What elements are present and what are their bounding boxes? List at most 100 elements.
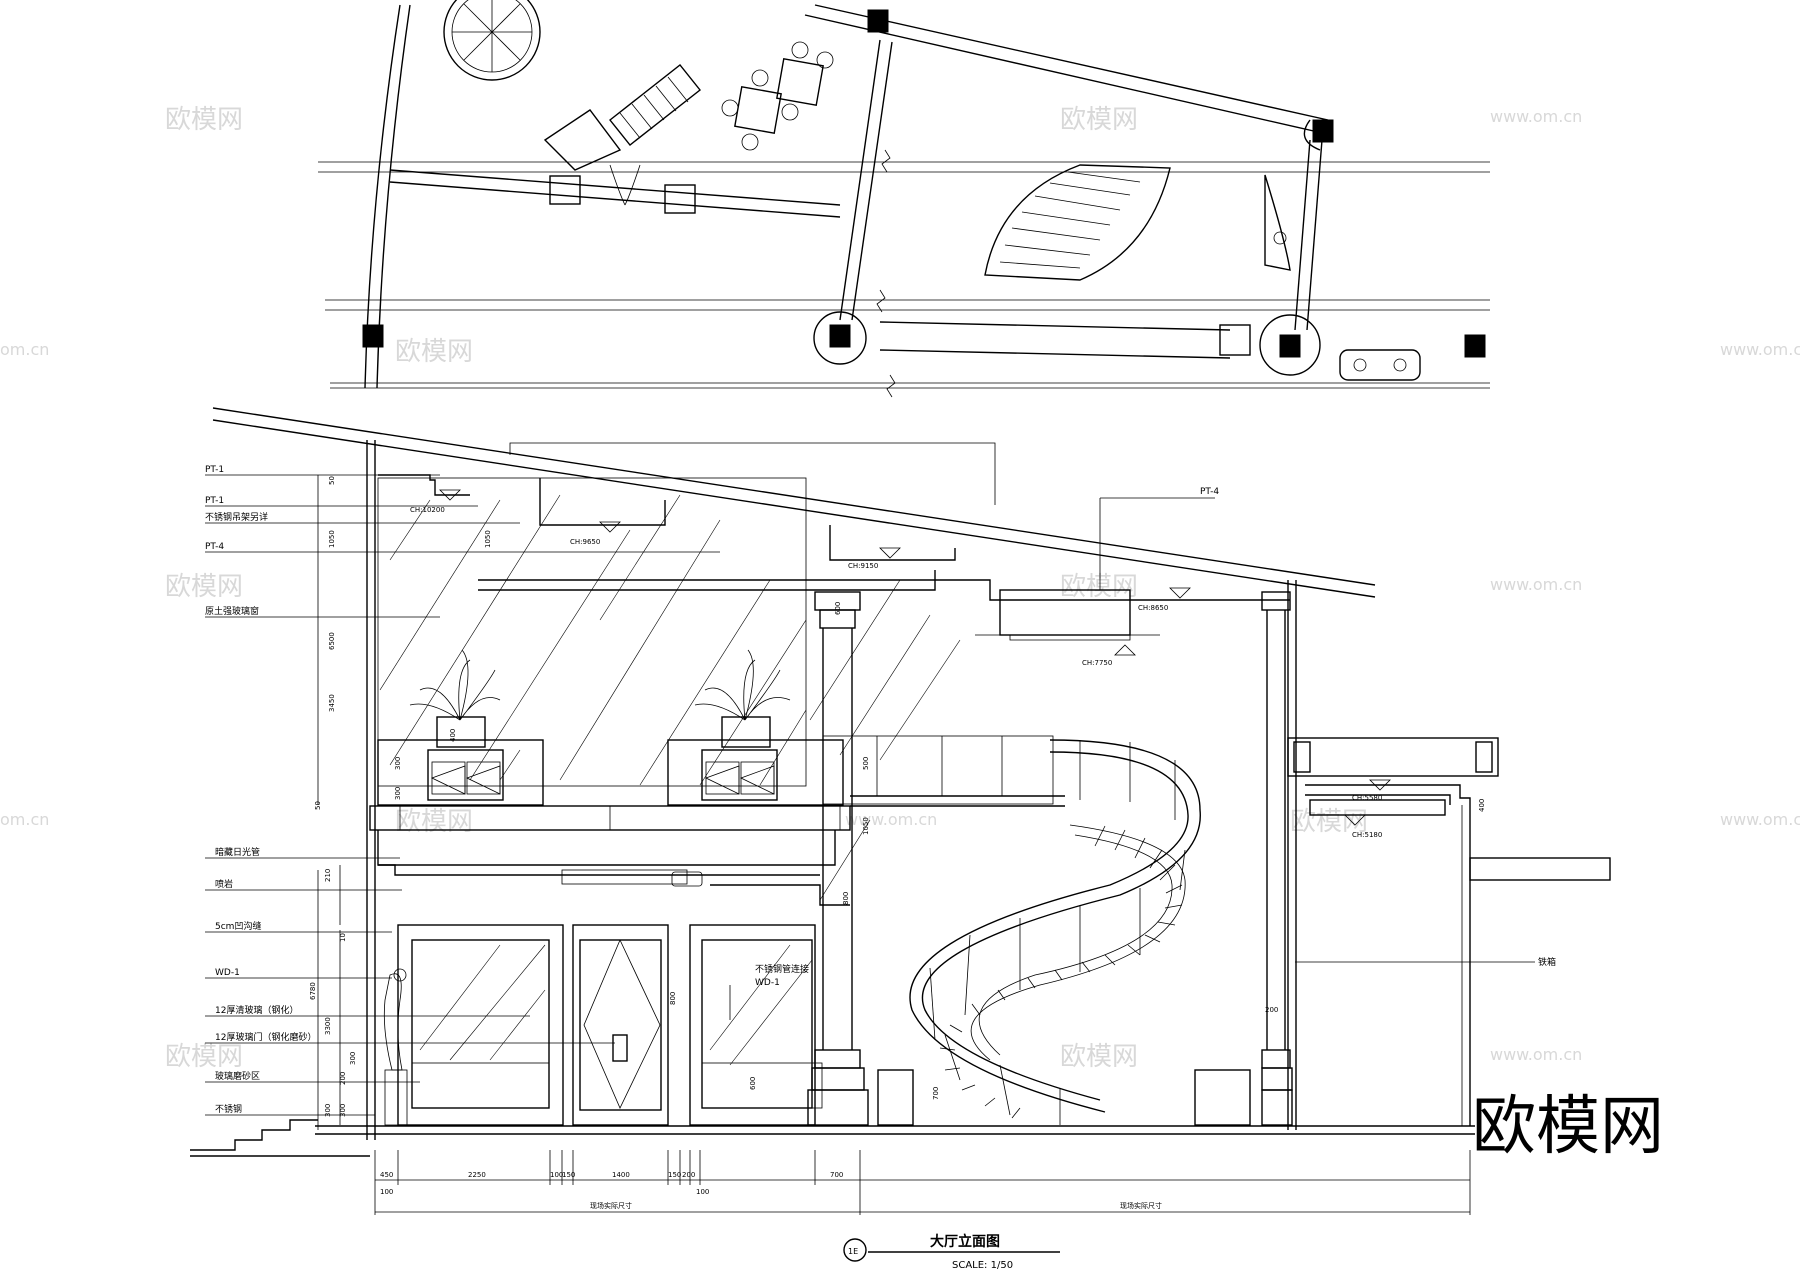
dim-vertical: 300 (339, 1104, 347, 1117)
ch-marker: CH:7750 (1082, 659, 1112, 667)
ch-marker: CH:8650 (1138, 604, 1168, 612)
dim-vertical: 300 (394, 757, 402, 770)
dim-bottom: 100 (380, 1188, 393, 1196)
dim-vertical: 3300 (324, 1017, 332, 1035)
ch-marker: CH:5180 (1352, 831, 1382, 839)
ch-marker: CH:9150 (848, 562, 878, 570)
dim-bottom: 700 (830, 1171, 843, 1179)
column-marker (1279, 334, 1301, 358)
callout-ss-tube: 不锈钢管连接 (755, 963, 809, 975)
label-spray: 喷岩 (215, 878, 233, 890)
label-pt1: PT-1 (205, 496, 224, 506)
watermark-site: www.om.cn (1490, 575, 1582, 594)
watermark-layer: 欧模网 欧模网 www.om.cn 欧模网 om.cn www.om.cn 欧模… (0, 105, 1800, 1164)
watermark-site: www.om.cn (1490, 1045, 1582, 1064)
dim-misc: 800 (669, 992, 677, 1005)
dim-misc: 200 (1265, 1006, 1278, 1014)
drawing-title: 大厅立面图 (930, 1233, 1000, 1250)
dim-total: 现场实际尺寸 (590, 1201, 632, 1210)
watermark-site: www.om.cn (1490, 107, 1582, 126)
dim-vertical: 300 (324, 1104, 332, 1117)
watermark-site: www.om.cn (1720, 810, 1800, 829)
plan-view (318, 0, 1490, 398)
dim-vertical: 6780 (309, 982, 317, 1000)
dim-bottom: 150 (562, 1171, 575, 1179)
planter-cabinet-right (667, 649, 844, 806)
column-marker (1312, 119, 1334, 143)
callout-wd1: WD-1 (755, 978, 780, 988)
dim-misc: 600 (749, 1077, 757, 1090)
callout-pt4: PT-4 (1200, 487, 1219, 497)
watermark-site: om.cn (0, 340, 49, 359)
dim-misc: 400 (1478, 799, 1486, 812)
watermark-text: 欧模网 (1060, 1042, 1138, 1072)
dim-misc: 500 (862, 757, 870, 770)
drawing-scale: SCALE: 1/50 (952, 1260, 1013, 1271)
label-pt1-top: PT-1 (205, 465, 224, 475)
storefront-glazing (397, 924, 823, 1126)
watermark-text: 欧模网 (1290, 807, 1368, 837)
ceiling-heights: CH:10200 CH:9650 CH:9150 CH:8650 CH:7750… (410, 489, 1391, 839)
dim-misc: 400 (449, 729, 457, 742)
dim-bottom: 450 (380, 1171, 393, 1179)
ch-marker: CH:9650 (570, 538, 600, 546)
dim-vertical: 200 (339, 1072, 347, 1085)
label-stainless: 不锈钢 (215, 1103, 242, 1115)
dim-vertical: 1050 (328, 530, 336, 548)
label-groove: 5cm凹沟缝 (215, 920, 261, 932)
watermark-text: 欧模网 (165, 105, 243, 135)
label-hidden-light: 暗藏日光管 (215, 846, 260, 858)
watermark-text: 欧模网 (395, 807, 473, 837)
label-ss-hanger: 不锈钢吊架另详 (205, 511, 268, 523)
watermark-site: om.cn (0, 810, 49, 829)
label-glass-door: 12厚玻璃门（钢化磨砂） (215, 1031, 316, 1043)
planter-cabinet-left (377, 649, 544, 806)
label-frosted-area: 玻璃磨砂区 (215, 1070, 260, 1082)
column-marker (867, 9, 889, 33)
ch-marker: CH:10200 (410, 506, 445, 514)
watermark-text: 欧模网 (395, 337, 473, 367)
watermark-text: 欧模网 (1060, 572, 1138, 602)
watermark-site: www.om.cn (845, 810, 937, 829)
elevation-structure (190, 407, 1611, 1262)
dim-bottom: 100 (550, 1171, 563, 1179)
dim-misc: 600 (834, 602, 842, 615)
ch-marker: CH:5580 (1352, 794, 1382, 802)
watermark-text: 欧模网 (165, 572, 243, 602)
dim-vertical: 50 (328, 476, 336, 485)
dim-bottom: 1400 (612, 1171, 630, 1179)
label-pt4: PT-4 (205, 542, 224, 552)
material-labels: PT-1 PT-1 不锈钢吊架另详 PT-4 原土强玻璃窗 暗藏日光管 喷岩 5… (205, 465, 316, 1115)
label-clear-glass: 12厚清玻璃（钢化） (215, 1004, 298, 1016)
dim-vertical: 6500 (328, 632, 336, 650)
dim-vertical: 1050 (484, 530, 492, 548)
dim-vertical: 50 (314, 801, 322, 810)
column-marker (362, 324, 384, 348)
dim-misc: 1050 (862, 817, 870, 835)
dim-vertical: 3450 (328, 694, 336, 712)
dim-total: 现场实际尺寸 (1120, 1201, 1162, 1210)
watermark-site: www.om.cn (1720, 340, 1800, 359)
title-block: 1E 大厅立面图 SCALE: 1/50 (848, 1233, 1013, 1271)
dim-vertical: 300 (394, 787, 402, 800)
callouts: PT-4 不锈钢管连接 WD-1 铁箱 (755, 487, 1556, 988)
dim-misc: 700 (932, 1087, 940, 1100)
callout-iron-box: 铁箱 (1538, 956, 1556, 968)
view-marker: 1E (848, 1247, 858, 1256)
dim-bottom: 200 (682, 1171, 695, 1179)
leader-lines (205, 474, 1535, 1116)
column-marker (829, 324, 851, 348)
dim-bottom: 100 (696, 1188, 709, 1196)
dimension-text: 50 1050 1050 6500 3450 50 300 300 210 10… (309, 476, 1486, 1210)
label-wd1: WD-1 (215, 968, 240, 978)
watermark-text: 欧模网 (1060, 105, 1138, 135)
dim-misc: 800 (842, 892, 850, 905)
dim-vertical: 210 (324, 869, 332, 882)
brand-watermark: 欧模网 (1472, 1090, 1664, 1164)
dim-bottom: 150 (668, 1171, 681, 1179)
watermark-text: 欧模网 (165, 1042, 243, 1072)
column-marker (1464, 334, 1486, 358)
dim-misc: 300 (349, 1052, 357, 1065)
dim-bottom: 2250 (468, 1171, 486, 1179)
